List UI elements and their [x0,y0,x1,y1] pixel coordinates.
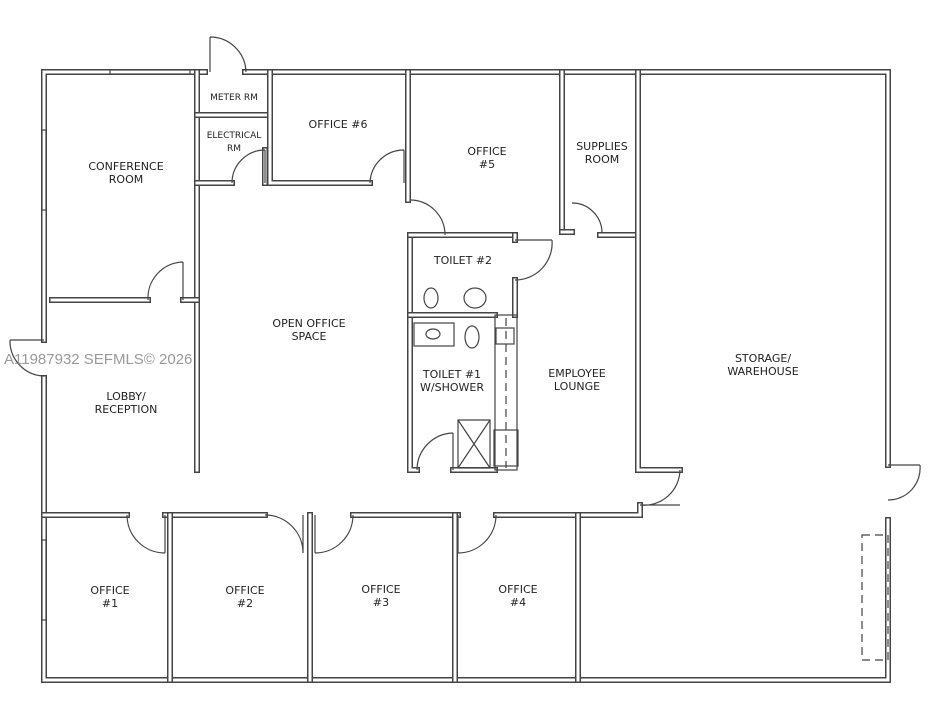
room-label-lobby: LOBBY/ [106,390,146,403]
toilet-icon [423,287,439,309]
window-top [109,69,191,75]
door-office1 [126,514,166,554]
room-label-toilet1: W/SHOWER [420,381,484,394]
room-label-toilet1: TOILET #1 [422,368,481,381]
door-lounge [639,469,681,506]
room-label-electrical: ELECTRICAL [207,131,262,141]
appliance [493,429,519,467]
room-label-supplies: ROOM [585,153,619,166]
door-office5 [409,199,446,236]
sink-icon [425,328,441,340]
room-label-supplies: SUPPLIES [576,140,628,153]
kitchen-counter [494,314,518,471]
room-label-lounge: EMPLOYEE [548,367,606,380]
overhead-door [861,534,889,661]
door-office4 [457,514,497,554]
room-label-conference: ROOM [109,173,143,186]
wall [408,233,419,472]
door-office6 [369,149,405,184]
sink-icon [463,287,487,309]
wall [636,70,682,472]
room-label-office4: OFFICE [498,583,537,596]
wall [635,69,683,473]
wall [268,70,372,185]
room-label-office3: #3 [373,596,389,609]
shower-icon [457,419,491,469]
room-label-meter: METER RM [210,93,258,103]
room-label-office6: OFFICE #6 [309,118,368,131]
door-office2 [264,514,304,554]
room-label-office4: #4 [510,596,526,609]
fixtures [9,36,921,661]
watermark: A11987932 SEFMLS© 2026 [4,351,192,368]
room-labels: METER RMELECTRICALRMCONFERENCEROOMOFFICE… [88,93,798,610]
wall [243,70,890,467]
room-label-office3: OFFICE [361,583,400,596]
room-label-lounge: LOUNGE [554,380,600,393]
room-label-office5: #5 [479,158,495,171]
room-label-office1: #1 [102,597,118,610]
room-label-electrical: RM [227,144,241,154]
door-meter [209,36,247,73]
room-label-storage: STORAGE/ [735,352,791,365]
room-label-open_office: OPEN OFFICE [272,317,345,330]
toilet-icon [464,325,480,349]
room-label-office1: OFFICE [90,584,129,597]
room-label-office2: OFFICE [225,584,264,597]
door-toilet2 [514,239,553,281]
door-conference [147,261,184,301]
window-left-lower [41,539,47,621]
room-label-office2: #2 [237,597,253,610]
window-left-upper [41,129,47,211]
door-toilet1 [416,432,454,471]
door-supplies [571,202,603,234]
door-entrance [9,339,45,377]
wall [494,503,642,517]
room-label-lobby: RECEPTION [95,403,158,416]
door-electrical [231,149,266,184]
room-label-office5: OFFICE [467,145,506,158]
room-label-conference: CONFERENCE [88,160,163,173]
kitchen-sink-icon [495,327,515,345]
vanity [413,322,455,347]
room-label-storage: WAREHOUSE [727,365,798,378]
room-label-toilet2: TOILET #2 [433,254,492,267]
wall [42,70,207,342]
door-warehouse [887,464,921,501]
door-office3 [314,514,354,554]
room-label-open_office: SPACE [292,330,327,343]
